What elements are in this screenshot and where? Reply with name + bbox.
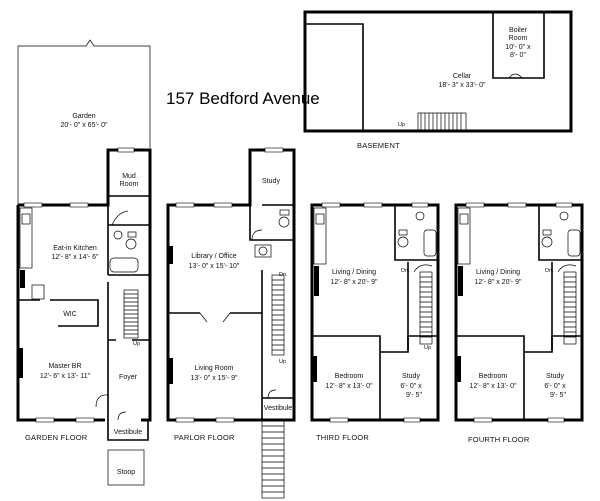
fourth-floor-plan: Living / Dining 12'- 8" x 20'- 9" Dn. Be…	[454, 202, 584, 444]
third-bedroom-label: Bedroom	[335, 373, 364, 380]
boiler-room-label: Boiler	[509, 27, 528, 34]
vestibule-label: Vestibule	[114, 429, 143, 436]
third-living-label: Living / Dining	[332, 269, 376, 276]
boiler-room-dims-2: 8'- 0"	[510, 52, 526, 59]
third-stair	[413, 264, 433, 345]
library-label: Library / Office	[191, 253, 236, 260]
garden-stair	[123, 289, 139, 339]
fourth-dn-label: Dn.	[545, 268, 554, 274]
parlor-vestibule-label: Vestibule	[264, 405, 293, 412]
fourth-study-dims: 6'- 0" x	[544, 383, 566, 390]
third-study-dims: 6'- 0" x	[400, 383, 422, 390]
parlor-up-label: Up	[279, 359, 286, 365]
third-dn-label: Dn.	[401, 268, 410, 274]
third-study-dims-2: 9'- 5"	[406, 392, 422, 399]
boiler-room-dims: 10'- 0" x	[505, 44, 531, 51]
third-study-label: Study	[402, 373, 420, 380]
basement-stair	[417, 112, 467, 132]
garden-floor-plan: Garden 20'- 0" x 65'- 0" Mud Room Eat-in…	[16, 39, 152, 486]
parlor-stair	[271, 274, 285, 356]
fourth-floor-label: FOURTH FLOOR	[468, 435, 530, 444]
basement-plan: Boiler Room 10'- 0" x 8'- 0" Cellar 18'-…	[303, 10, 573, 150]
mud-room-label: Mud	[122, 173, 136, 180]
basement-up-label: Up	[398, 122, 405, 128]
third-bedroom-dims: 12'- 8" x 13'- 0"	[326, 383, 373, 390]
parlor-study-label: Study	[262, 178, 280, 185]
library-dims: 13'- 0" x 15'- 10"	[189, 263, 240, 270]
cellar-label: Cellar	[453, 73, 472, 80]
garden-up-label: Up	[133, 341, 140, 347]
parlor-floor-label: PARLOR FLOOR	[174, 433, 235, 442]
kitchen-dims: 12'- 8" x 14'- 6"	[52, 254, 99, 261]
parlor-floor-plan: Study Library / Office 13'- 0" x 15'- 10…	[166, 147, 296, 499]
cellar-dims: 18'- 3" x 33'- 0"	[439, 82, 486, 89]
fourth-living-label: Living / Dining	[476, 269, 520, 276]
kitchen-label: Eat-in Kitchen	[53, 245, 97, 252]
garden-dims: 20'- 0" x 65'- 0"	[61, 122, 108, 129]
property-title: 157 Bedford Avenue	[166, 89, 320, 108]
living-room-label: Living Room	[195, 365, 234, 372]
fourth-living-dims: 12'- 8" x 20'- 9"	[475, 279, 522, 286]
master-br-label: Master BR	[48, 363, 81, 370]
stoop-label: Stoop	[117, 469, 135, 476]
fourth-bedroom-label: Bedroom	[479, 373, 508, 380]
basement-floor-label: BASEMENT	[357, 141, 400, 150]
garden-label: Garden	[72, 113, 95, 120]
third-up-label: Up	[424, 345, 431, 351]
master-br-dims: 12'- 6" x 13'- 11"	[40, 373, 91, 380]
boiler-room-label-2: Room	[509, 35, 528, 42]
wic-label: WIC	[63, 311, 77, 318]
parlor-dn-label: Dn.	[279, 272, 288, 278]
mud-room-label-2: Room	[120, 181, 139, 188]
garden-floor-label: GARDEN FLOOR	[25, 433, 88, 442]
third-floor-label: THIRD FLOOR	[316, 433, 369, 442]
parlor-stoop-stair	[261, 419, 285, 499]
fourth-study-dims-2: 9'- 5"	[550, 392, 566, 399]
living-room-dims: 13'- 0" x 15'- 9"	[191, 375, 238, 382]
fourth-bedroom-dims: 12'- 8" x 13'- 0"	[470, 383, 517, 390]
fourth-study-label: Study	[546, 373, 564, 380]
fourth-stair	[557, 264, 577, 345]
third-living-dims: 12'- 8" x 20'- 9"	[331, 279, 378, 286]
foyer-label: Foyer	[119, 374, 138, 381]
third-floor-plan: Living / Dining 12'- 8" x 20'- 9" Dn. Up…	[310, 202, 440, 442]
